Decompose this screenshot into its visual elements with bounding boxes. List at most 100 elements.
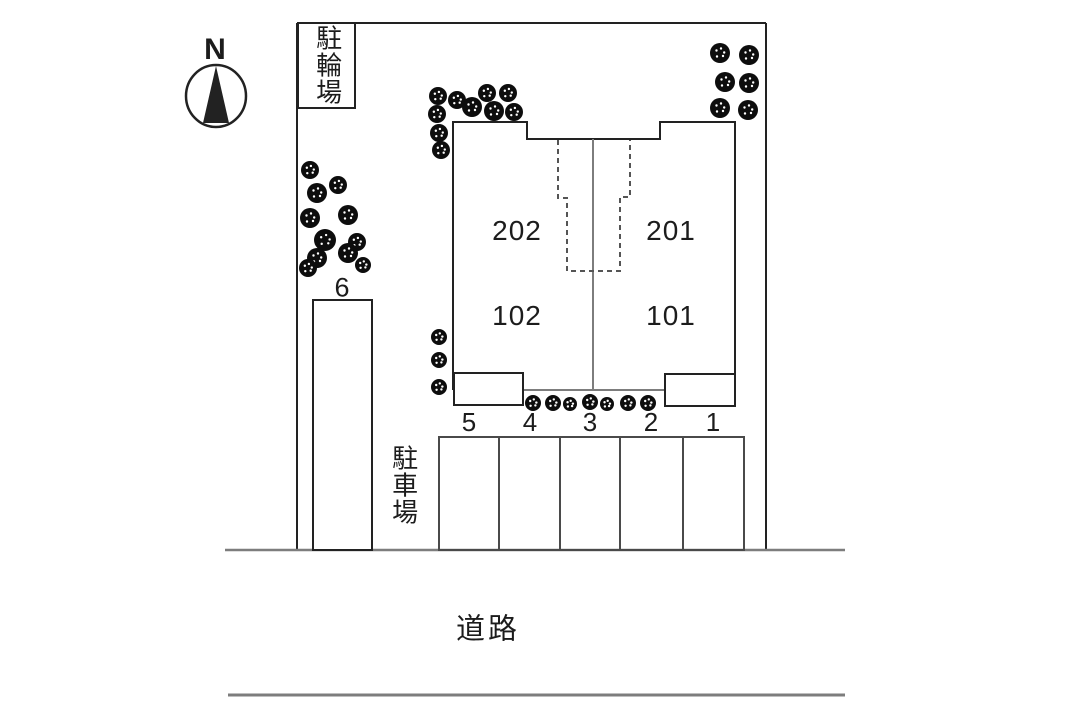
- tree-speckle: [333, 181, 337, 184]
- tree-speckle: [337, 179, 341, 183]
- tree-speckle: [310, 266, 313, 269]
- tree-icon: [432, 141, 450, 159]
- tree-speckle: [438, 382, 441, 385]
- tree-icon: [505, 103, 523, 121]
- tree-speckle: [509, 94, 512, 97]
- tree-icon: [431, 329, 447, 345]
- tree-speckle: [488, 94, 491, 97]
- tree-speckle: [435, 338, 438, 341]
- tree-speckle: [627, 398, 630, 401]
- tree-speckle: [752, 53, 755, 56]
- tree-speckle: [438, 332, 441, 335]
- bicycle-parking-box: [297, 22, 356, 109]
- tree-speckle: [438, 127, 442, 131]
- parking-stall-6-box: [312, 299, 373, 551]
- tree-speckle: [436, 108, 440, 112]
- tree-speckle: [515, 113, 518, 116]
- tree-speckle: [440, 134, 443, 137]
- tree-speckle: [319, 236, 323, 239]
- tree-speckle: [715, 55, 719, 58]
- unit-numbers-left: 202 102: [492, 161, 542, 385]
- tree-speckle: [715, 104, 718, 107]
- tree-speckle: [440, 361, 443, 364]
- tree-speckle: [467, 103, 470, 106]
- tree-speckle: [751, 108, 754, 111]
- tree-speckle: [351, 251, 354, 254]
- tree-speckle: [603, 401, 606, 404]
- tree-speckle: [566, 401, 569, 404]
- tree-speckle: [721, 54, 725, 58]
- tree-speckle: [535, 401, 538, 404]
- tree-speckle: [507, 87, 511, 91]
- tree-icon: [738, 100, 758, 120]
- tree-speckle: [513, 106, 517, 110]
- tree-icon: [431, 379, 447, 395]
- tree-icon: [462, 97, 482, 117]
- tree-icon: [301, 161, 319, 179]
- tree-speckle: [495, 112, 499, 116]
- tree-speckle: [752, 81, 755, 84]
- parking-area-label: 駐車場: [388, 444, 419, 526]
- tree-speckle: [489, 107, 492, 110]
- tree-speckle: [554, 404, 557, 407]
- tree-speckle: [359, 261, 362, 265]
- tree-speckle: [624, 404, 627, 407]
- tree-speckle: [749, 111, 753, 115]
- parking-stall-6-label: 6: [334, 272, 350, 303]
- tree-speckle: [311, 219, 315, 223]
- tree-speckle: [352, 238, 356, 241]
- tree-speckle: [304, 269, 307, 273]
- tree-speckle: [312, 254, 315, 257]
- unit-201-label: 201: [646, 215, 696, 246]
- tree-speckle: [748, 77, 752, 80]
- tree-speckle: [320, 191, 323, 194]
- tree-speckle: [726, 83, 730, 87]
- tree-speckle: [744, 79, 747, 82]
- tree-speckle: [351, 213, 354, 216]
- tree-icon: [355, 257, 371, 273]
- tree-speckle: [305, 220, 309, 223]
- tree-speckle: [471, 101, 475, 104]
- tree-speckle: [432, 110, 436, 113]
- tree-speckle: [724, 76, 728, 79]
- tree-speckle: [497, 109, 500, 112]
- tree-icon: [428, 105, 446, 123]
- tree-icon: [582, 394, 598, 410]
- tree-speckle: [624, 399, 627, 403]
- tree-speckle: [459, 98, 462, 101]
- tree-speckle: [493, 105, 497, 108]
- tree-speckle: [441, 358, 444, 361]
- tree-speckle: [516, 110, 519, 113]
- tree-icon: [299, 259, 317, 277]
- tree-speckle: [316, 252, 320, 255]
- tree-speckle: [743, 106, 746, 109]
- tree-speckle: [347, 247, 351, 250]
- tree-speckle: [486, 87, 490, 91]
- tree-speckle: [489, 91, 492, 94]
- tree-speckle: [650, 401, 653, 404]
- tree-speckle: [603, 405, 607, 408]
- road-label: 道路: [455, 613, 521, 646]
- tree-speckle: [723, 51, 726, 54]
- tree-speckle: [320, 242, 323, 246]
- tree-icon: [478, 84, 496, 102]
- tree-speckle: [570, 404, 574, 408]
- tree-speckle: [534, 404, 537, 407]
- tree-speckle: [435, 388, 438, 391]
- tree-speckle: [456, 94, 460, 98]
- tree-speckle: [313, 216, 316, 219]
- tree-speckle: [435, 134, 438, 138]
- tree-speckle: [607, 404, 611, 408]
- parking-stall-5-label: 5: [461, 407, 477, 437]
- unit-202-label: 202: [492, 215, 542, 246]
- tree-speckle: [723, 106, 726, 109]
- tree-speckle: [440, 338, 443, 341]
- tree-icon: [484, 101, 504, 121]
- bicycle-parking-label: 駐輪場: [312, 24, 343, 106]
- tree-speckle: [721, 109, 725, 113]
- tree-speckle: [435, 356, 438, 360]
- tree-speckle: [437, 151, 440, 155]
- tree-speckle: [318, 259, 322, 263]
- tree-speckle: [629, 404, 632, 407]
- tree-speckle: [644, 404, 647, 407]
